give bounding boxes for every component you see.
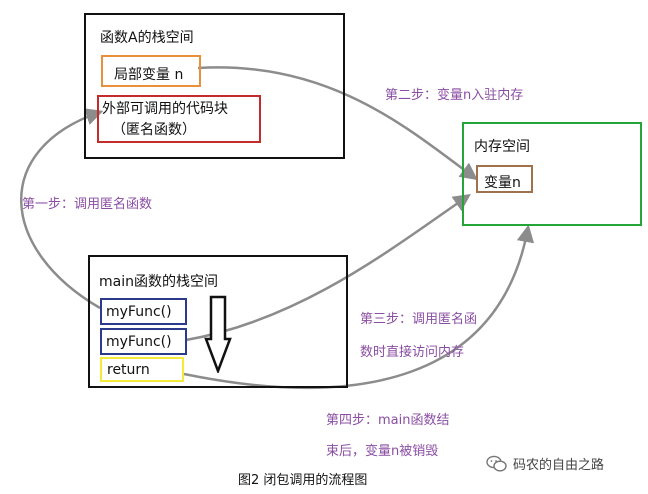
myfunc-call-2: myFunc(): [100, 328, 187, 355]
brand-watermark: 码农的自由之路: [486, 454, 604, 473]
callable-code-block-line1: 外部可调用的代码块: [102, 101, 228, 117]
step2-label: 第二步：变量n入驻内存: [385, 88, 524, 103]
wechat-icon: [486, 455, 507, 472]
step3-line1: 第三步：调用匿名函: [360, 312, 478, 327]
step4-label: 第四步：main函数结 束后，变量n被销毁: [326, 408, 449, 464]
arrow-step2: [197, 66, 478, 181]
main-stack-title: main函数的栈空间: [99, 274, 218, 290]
step3-line2: 数时直接访问内存: [360, 345, 465, 360]
stack-a-title: 函数A的栈空间: [100, 30, 194, 46]
step4-line1: 第四步：main函数结: [326, 413, 450, 428]
step1-label: 第一步：调用匿名函数: [22, 197, 153, 212]
myfunc-call-1-label: myFunc(): [106, 304, 172, 320]
arrow-step3: [185, 194, 471, 342]
step4-line2: 束后，变量n被销毁: [326, 444, 439, 459]
memory-frame: 内存空间 变量n: [462, 122, 642, 226]
figure-caption: 图2 闭包调用的流程图: [238, 473, 368, 488]
main-stack-frame: main函数的栈空间 myFunc() myFunc() return: [88, 255, 348, 388]
local-variable-box: 局部变量 n: [101, 55, 201, 87]
return-label: return: [107, 362, 150, 378]
stack-a-frame: 函数A的栈空间 局部变量 n 外部可调用的代码块 （匿名函数）: [84, 13, 345, 159]
memory-title: 内存空间: [474, 139, 530, 155]
callable-code-block-box: 外部可调用的代码块 （匿名函数）: [97, 95, 261, 143]
memory-variable-box: 变量n: [476, 165, 533, 193]
myfunc-call-1: myFunc(): [100, 298, 187, 325]
myfunc-call-2-label: myFunc(): [106, 334, 172, 350]
local-variable-label: 局部变量 n: [114, 67, 184, 83]
arrow-step4: [183, 224, 535, 389]
memory-variable-label: 变量n: [484, 175, 521, 191]
return-box: return: [100, 357, 184, 382]
step3-label: 第三步：调用匿名函 数时直接访问内存: [360, 307, 477, 365]
down-arrow-icon: [204, 295, 232, 373]
arrow-step1: [20, 108, 104, 310]
brand-text: 码农的自由之路: [513, 458, 605, 473]
callable-code-block-line2: （匿名函数）: [112, 122, 196, 138]
